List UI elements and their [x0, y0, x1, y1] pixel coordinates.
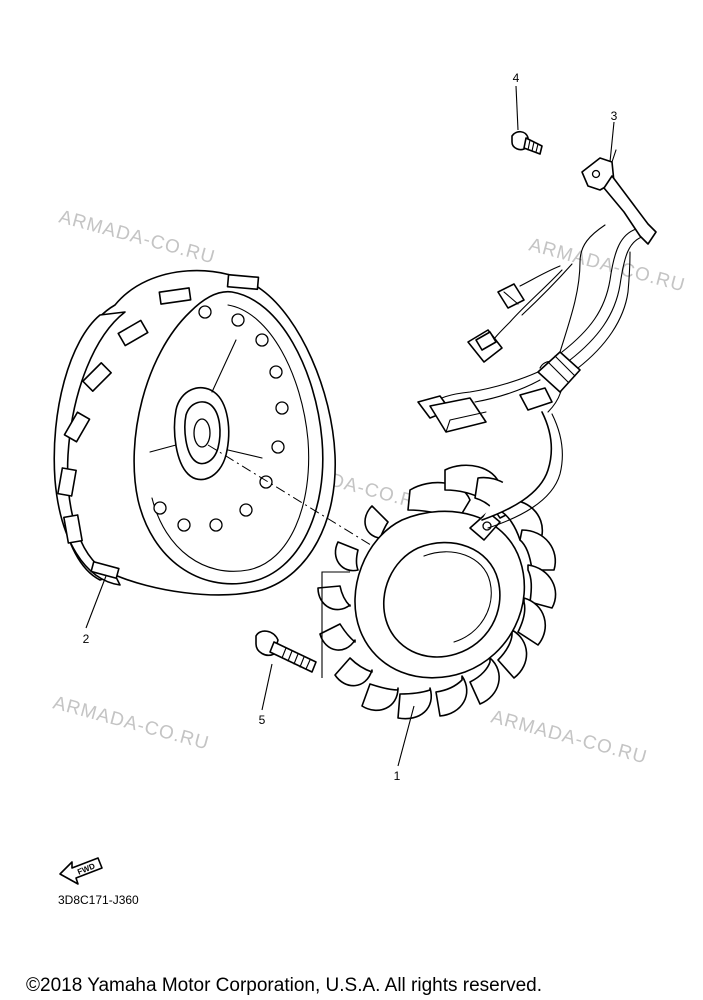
leader-part-4	[515, 85, 519, 131]
fwd-arrow-icon: FWD	[59, 857, 103, 885]
callout-5: 5	[259, 713, 266, 727]
stator-assembly	[317, 411, 563, 720]
callout-4: 4	[513, 71, 520, 85]
clamp-bracket	[581, 149, 657, 245]
screw-part-4	[511, 130, 543, 155]
leader-part-1	[397, 705, 415, 767]
watermark-bottom-left: ARMADA-CO.RU	[51, 693, 212, 755]
leader-part-5	[261, 663, 273, 711]
leader-part-3	[609, 121, 615, 163]
watermark-top-left: ARMADA-CO.RU	[57, 207, 218, 269]
leader-part-2	[85, 575, 107, 629]
diagram-code: 3D8C171-J360	[58, 893, 139, 907]
bolt-bracket-line	[321, 571, 350, 678]
rotor-flywheel	[53, 269, 336, 596]
wire-harness	[417, 224, 646, 433]
callout-2: 2	[83, 632, 90, 646]
watermark-bottom-right: ARMADA-CO.RU	[489, 707, 650, 769]
callout-1: 1	[394, 769, 401, 783]
copyright-notice: ©2018 Yamaha Motor Corporation, U.S.A. A…	[26, 975, 542, 996]
callout-3: 3	[611, 109, 618, 123]
bolt-part-5	[255, 630, 317, 673]
